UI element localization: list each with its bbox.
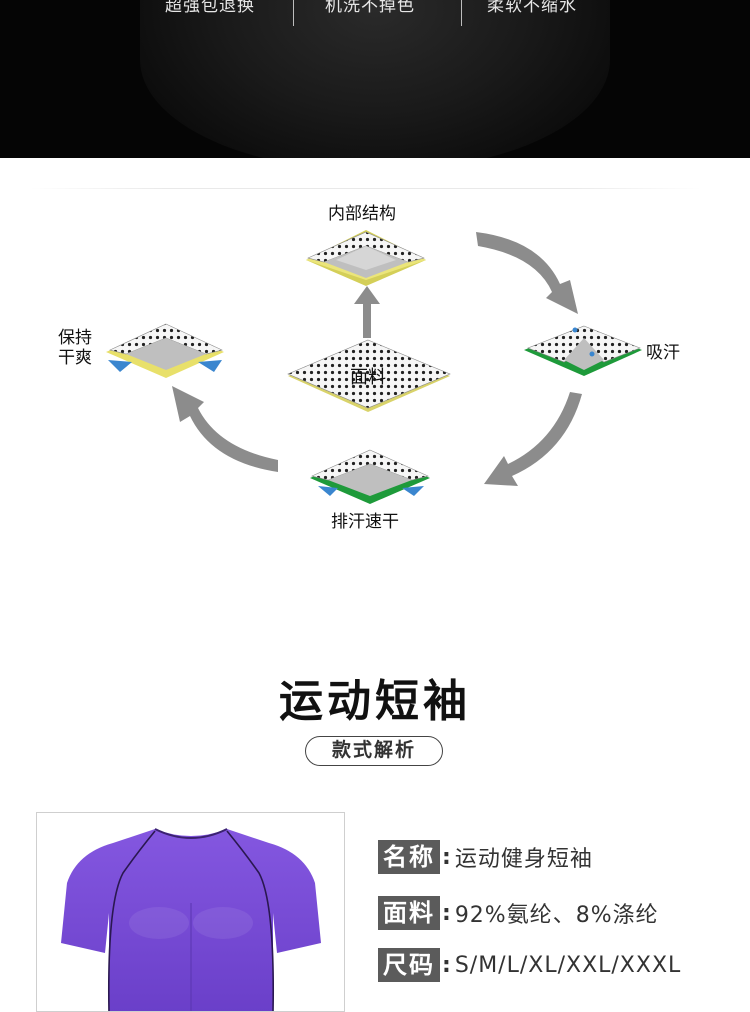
product-image	[36, 812, 345, 1012]
quickdry-swatch	[310, 449, 430, 504]
curved-arrow-icon	[172, 386, 278, 472]
spec-colon: :	[442, 952, 451, 978]
feature-text: 机洗不掉色	[325, 0, 415, 16]
inner-structure-swatch	[306, 230, 426, 286]
banner-shirt-image	[140, 0, 610, 158]
keepdry-label: 干爽	[58, 348, 92, 368]
spec-colon: :	[442, 900, 451, 926]
spec-value: 运动健身短袖	[454, 847, 593, 872]
spec-fabric-row: 面料 : 92%氨纶、8%涤纶	[378, 896, 659, 930]
absorb-label: 吸汗	[646, 343, 680, 363]
feature-text: 超强包退换	[165, 0, 255, 16]
fabric-swatch	[287, 339, 451, 412]
inner-structure-label: 内部结构	[328, 204, 396, 224]
spec-name-row: 名称 : 运动健身短袖	[378, 840, 593, 874]
up-arrow-icon	[354, 286, 380, 338]
section-subtitle: 款式解析	[305, 736, 443, 766]
feature-text: 柔软不缩水	[487, 0, 577, 16]
keepdry-label: 保持	[58, 328, 92, 348]
spec-key: 面料	[378, 896, 440, 930]
section-title: 运动短袖	[279, 676, 471, 727]
keepdry-swatch	[106, 323, 224, 378]
quickdry-label: 排汗速干	[331, 512, 399, 532]
fabric-label: 面料	[350, 367, 386, 388]
cycle-arrows	[172, 232, 582, 486]
curved-arrow-icon	[476, 232, 578, 314]
spec-value: S/M/L/XL/XXL/XXXL	[454, 952, 682, 978]
diagram-graphics	[106, 230, 642, 504]
fabric-structure-diagram: 内部结构 面料 吸汗 排汗速干 保持 干爽	[0, 180, 750, 540]
curved-arrow-icon	[484, 392, 582, 486]
purple-shirt-image	[61, 828, 321, 1011]
spec-value: 92%氨纶、8%涤纶	[454, 903, 659, 928]
divider	[461, 0, 462, 26]
spec-colon: :	[442, 844, 451, 870]
divider	[30, 188, 702, 189]
spec-size-row: 尺码 : S/M/L/XL/XXL/XXXL	[378, 948, 681, 982]
spec-key: 尺码	[378, 948, 440, 982]
top-banner: 超强包退换 机洗不掉色 柔软不缩水	[0, 0, 750, 158]
divider	[293, 0, 294, 26]
absorb-swatch	[524, 325, 642, 376]
spec-key: 名称	[378, 840, 440, 874]
